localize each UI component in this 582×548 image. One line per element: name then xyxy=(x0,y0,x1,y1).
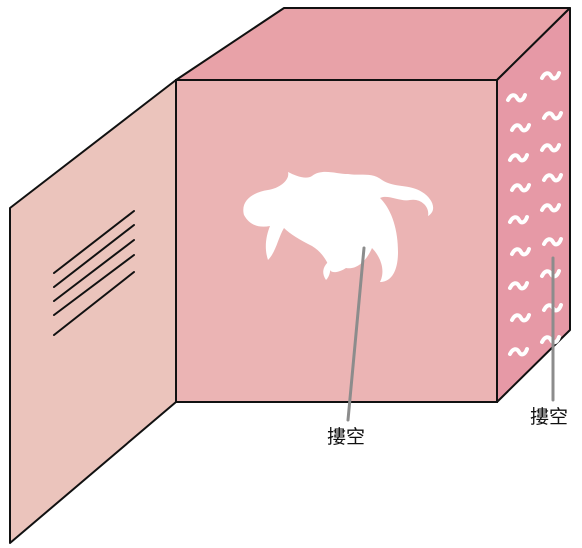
door-text-lines xyxy=(53,210,135,336)
front-cutout-label: 摟空 xyxy=(327,426,366,448)
box-door-panel xyxy=(9,79,177,544)
side-cutout-label: 摟空 xyxy=(530,406,569,428)
lily-cutout-shape xyxy=(243,171,434,282)
front-cutout-leader-line xyxy=(346,246,366,422)
side-wave-cutouts xyxy=(506,71,563,357)
